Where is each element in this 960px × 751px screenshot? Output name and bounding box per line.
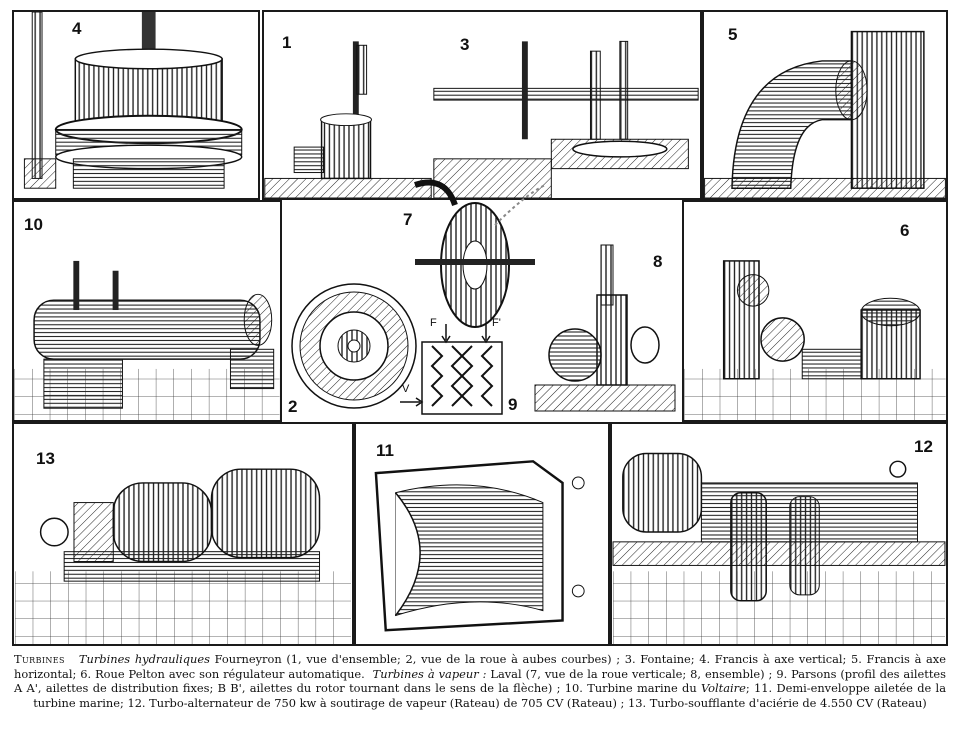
panel-5-francis-horizontal: 5 [702, 10, 948, 200]
panel-8-laval-ensemble: 8 [525, 235, 685, 420]
figure-number-3: 3 [460, 35, 470, 54]
panel-4-francis-vertical: 4 [12, 10, 260, 200]
panel-10-marine-turbine: 10 [12, 200, 282, 422]
turbo-blower-illustration [15, 468, 351, 644]
caption-ship-name: Voltaire [700, 681, 746, 696]
turbo-alternator-illustration [612, 452, 946, 644]
panel-11-half-casing: 11 [354, 422, 610, 646]
figure-number-8: 8 [653, 252, 663, 271]
panel-7-laval-wheel: 7 [395, 175, 555, 335]
figure-number-7: 7 [403, 210, 413, 229]
caption-steam-text: Laval (7, vue de la roue verticale; 8, e… [14, 666, 946, 696]
pelton-wheel-illustration [684, 260, 946, 420]
engraving-plate: 4 [12, 10, 948, 646]
caption-steam-heading: Turbines à vapeur : [372, 666, 487, 681]
figure-number-12: 12 [914, 437, 933, 456]
panel-1-fourneyron: 1 [262, 10, 432, 200]
panel-13-turbo-blower: 13 [12, 422, 354, 646]
panel-9-parsons-blades: 9 F F' V A B A' B' [400, 318, 520, 440]
label-f-prime: F' [492, 317, 501, 329]
caption-title: Turbines [14, 652, 65, 666]
label-v: V [402, 383, 410, 395]
parsons-blade-profile-diagram [400, 324, 503, 415]
figure-number-9: 9 [508, 395, 518, 414]
fourneyron-turbine-illustration [264, 41, 432, 198]
figure-number-5: 5 [728, 25, 738, 44]
laval-ensemble-illustration [534, 244, 676, 412]
caption-hydraulic-heading: Turbines hydrauliques [78, 652, 210, 666]
panel-12-turbo-alternator: 12 [610, 422, 948, 646]
half-casing-illustration [374, 460, 585, 632]
marine-turbine-illustration [14, 260, 280, 420]
francis-horizontal-illustration [704, 30, 946, 198]
plate-caption: Turbines Turbines hydrauliques Fourneyro… [14, 652, 946, 748]
label-f: F [430, 317, 437, 329]
caption-hydraulic-text: Fourneyron (1, vue d'ensemble; 2, vue de… [14, 652, 946, 681]
francis-turbine-illustration [23, 12, 243, 189]
figure-number-10: 10 [24, 215, 43, 234]
panel-2-fourneyron-wheel: 2 [286, 280, 420, 420]
figure-number-13: 13 [36, 449, 55, 468]
curved-blade-wheel-illustration [291, 283, 417, 409]
fontaine-turbine-illustration [433, 40, 699, 198]
figure-number-2: 2 [288, 397, 298, 416]
figure-number-4: 4 [72, 19, 82, 38]
figure-number-11: 11 [376, 441, 394, 460]
panel-6-pelton: 6 [682, 200, 948, 422]
caption-closing-text: ; 11. Demi-enveloppe ailetée de la turbi… [33, 681, 946, 710]
figure-number-6: 6 [900, 221, 910, 240]
figure-number-1: 1 [282, 33, 292, 52]
panel-3-fontaine: 3 [432, 10, 702, 200]
laval-wheel-illustration [414, 179, 546, 328]
